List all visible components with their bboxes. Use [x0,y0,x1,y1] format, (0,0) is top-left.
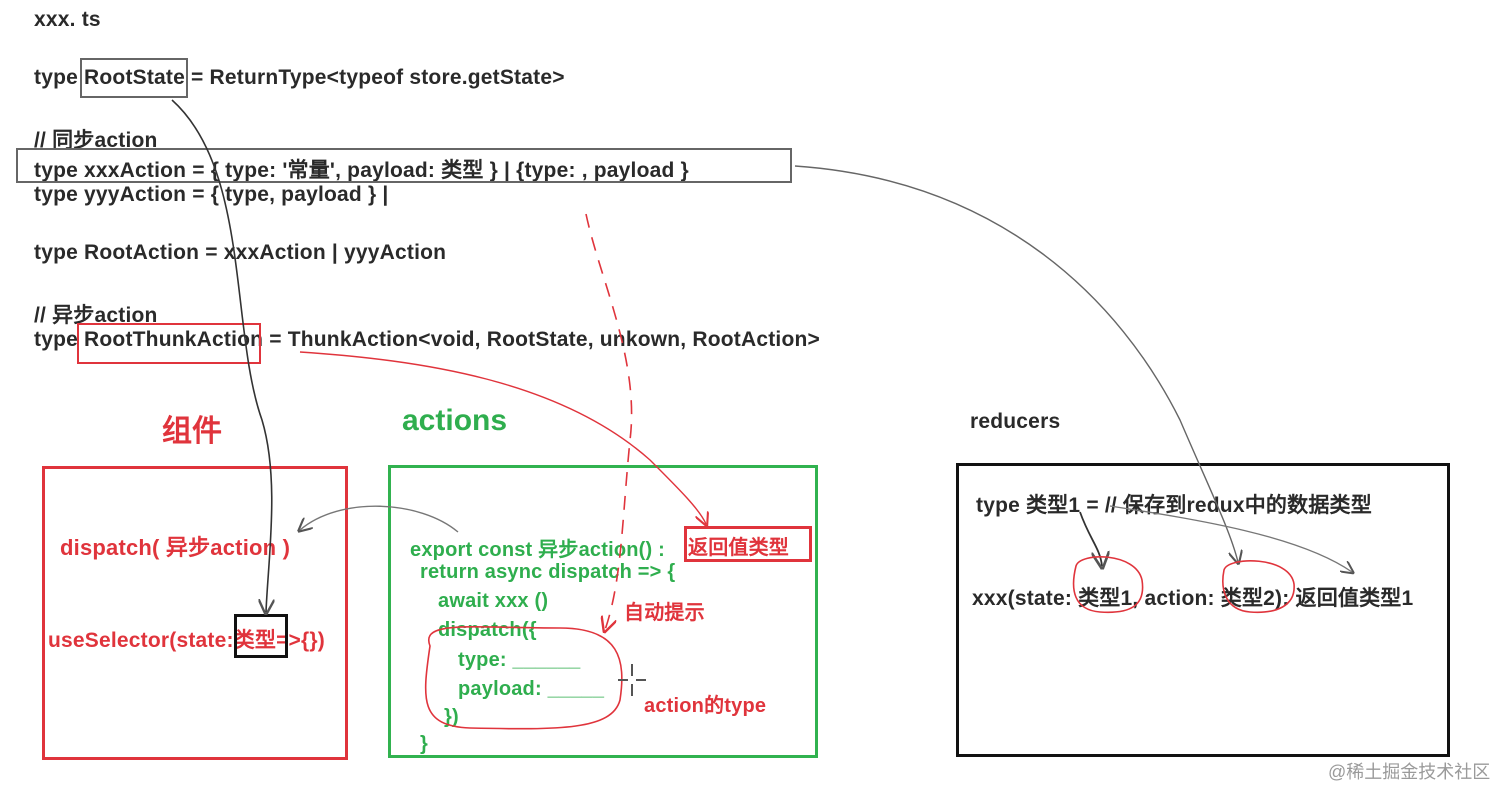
root-state-rest: = ReturnType<typeof store.getState> [191,66,565,89]
component-panel [42,466,348,760]
reducer-return-type: 返回值类型1 [1295,587,1414,610]
arrow-to-return-type1 [1109,505,1352,572]
watermark-text: @稀土掘金技术社区 [1328,762,1491,782]
yyy-action-line: type yyyAction = { type, payload } | [34,183,389,206]
arrow-type1-to-state [1079,511,1102,566]
crosshair-cursor-icon [618,664,646,696]
action-type-label: action的type [644,695,767,717]
root-state-name: RootState [84,66,185,89]
actions-line-close-obj: }) [444,706,459,728]
actions-return-type: 返回值类型 [688,537,789,559]
root-thunk-name: RootThunkAction [84,328,264,351]
selector-type: 类型 [233,629,277,652]
reducer-action-label: action: [1144,587,1215,610]
actions-line-await: await xxx () [438,590,549,612]
root-thunk-keyword: type [34,328,78,351]
actions-line-return: return async dispatch => { [420,561,676,583]
reducer-type2: 类型2): [1220,587,1290,610]
xxx-action-line: type xxxAction = { type: '常量', payload: … [34,159,689,182]
root-thunk-rest: = ThunkAction<void, RootState, unkown, R… [269,328,820,351]
selector-prefix: useSelector(state: [48,629,234,652]
reducers-title: reducers [970,410,1061,433]
circle-reducer-type2 [1222,560,1295,614]
reducer-type1: 类型1, [1078,587,1139,610]
actions-title: actions [402,404,508,437]
selector-suffix: =>{}) [276,629,325,652]
actions-line-close-fn: } [420,733,428,755]
arrow-rootstate-to-selector [171,99,272,612]
reducers-type-line: type 类型1 = // 保存到redux中的数据类型 [976,494,1372,517]
component-use-selector: useSelector(state:类型=>{}) [48,624,325,654]
reducers-panel [956,463,1450,757]
actions-line-payload: payload: _____ [458,678,605,700]
arrow-action-to-reducer [794,165,1238,562]
reducer-state-prefix: xxx(state: [972,587,1073,610]
async-action-comment: // 异步action [34,304,158,327]
xxx-action-highlight [16,148,792,183]
reducers-fn-line: xxx(state: 类型1, action: 类型2): 返回值类型1 [972,582,1413,612]
component-dispatch: dispatch( 异步action ) [60,535,291,560]
dashed-hint-line [585,213,633,630]
actions-panel [388,465,818,758]
root-state-line: type RootState = ReturnType<typeof store… [34,66,565,90]
arrow-actions-to-dispatch [300,505,459,532]
root-thunk-highlight [77,323,261,364]
root-state-highlight [80,58,188,98]
return-type-highlight [684,526,812,562]
actions-line-export: export const 异步action() : [410,539,666,561]
circle-dispatch-payload [424,626,623,730]
actions-line-dispatch: dispatch({ [438,619,537,641]
arrow-thunk-to-return-type [299,351,706,524]
file-name: xxx. ts [34,8,101,31]
auto-hint-label: 自动提示 [624,602,705,624]
root-thunk-line: type RootThunkAction = ThunkAction<void,… [34,328,820,352]
component-title: 组件 [162,415,222,448]
root-state-keyword: type [34,66,78,89]
circle-reducer-type1 [1072,556,1144,614]
actions-line-type: type: ______ [458,649,581,671]
sync-action-comment: // 同步action [34,129,158,152]
root-action-line: type RootAction = xxxAction | yyyAction [34,241,447,264]
